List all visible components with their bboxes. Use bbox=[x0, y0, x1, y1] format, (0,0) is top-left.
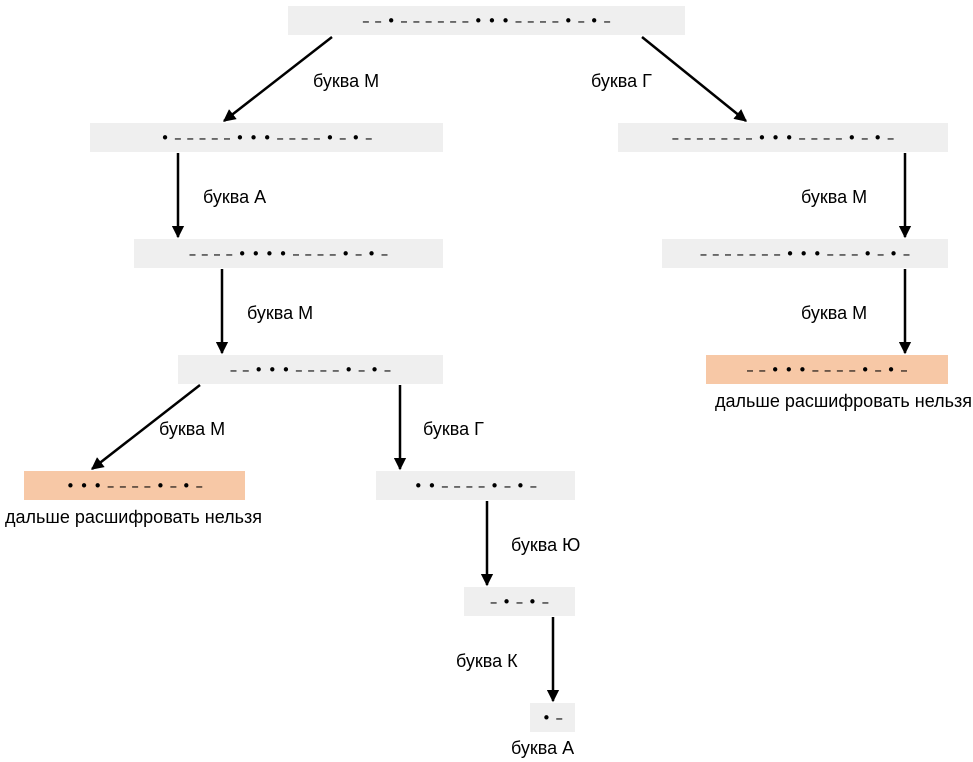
node-left-3: – – • • • – – – – • – • – bbox=[178, 355, 443, 384]
edge-label-1: буква М bbox=[313, 71, 380, 91]
node-left-dead: • • • – – – – • – • – bbox=[24, 471, 245, 500]
node-right-dead: – – • • • – – – – • – • – bbox=[706, 355, 948, 384]
node-mid-2: – • – • – bbox=[464, 587, 575, 616]
arrow-root-right bbox=[641, 36, 747, 122]
edge-label-7: буква М bbox=[159, 419, 226, 439]
node-mid-3: • – bbox=[530, 703, 575, 732]
edge-label-4: буква М bbox=[801, 187, 868, 207]
node-root: – – • – – – – – – • • • – – – – • – • – bbox=[288, 6, 685, 35]
edge-label-8: буква М bbox=[801, 303, 868, 323]
note-dead-right: дальше расшифровать нельзя bbox=[715, 391, 973, 411]
note-final: буква А bbox=[511, 738, 575, 758]
arrow-left3-dead bbox=[91, 384, 201, 470]
edge-label-5: буква М bbox=[247, 303, 314, 323]
edge-label-2: буква Г bbox=[591, 71, 652, 91]
edge-label-3: буква А bbox=[203, 187, 267, 207]
node-left-2: – – – – • • • • – – – – • – • – bbox=[134, 239, 443, 268]
arrow-root-left bbox=[223, 36, 333, 122]
edge-label-6: буква Г bbox=[423, 419, 484, 439]
node-right-2: – – – – – – – • • • – – – • – • – bbox=[662, 239, 948, 268]
node-mid-1: • • – – – – • – • – bbox=[376, 471, 575, 500]
edge-label-10: буква К bbox=[456, 651, 518, 671]
node-left-1: • – – – – – • • • – – – – • – • – bbox=[90, 123, 443, 152]
edge-label-9: буква Ю bbox=[511, 535, 581, 555]
node-right-1: – – – – – – – • • • – – – – • – • – bbox=[618, 123, 948, 152]
note-dead-left: дальше расшифровать нельзя bbox=[5, 507, 263, 527]
